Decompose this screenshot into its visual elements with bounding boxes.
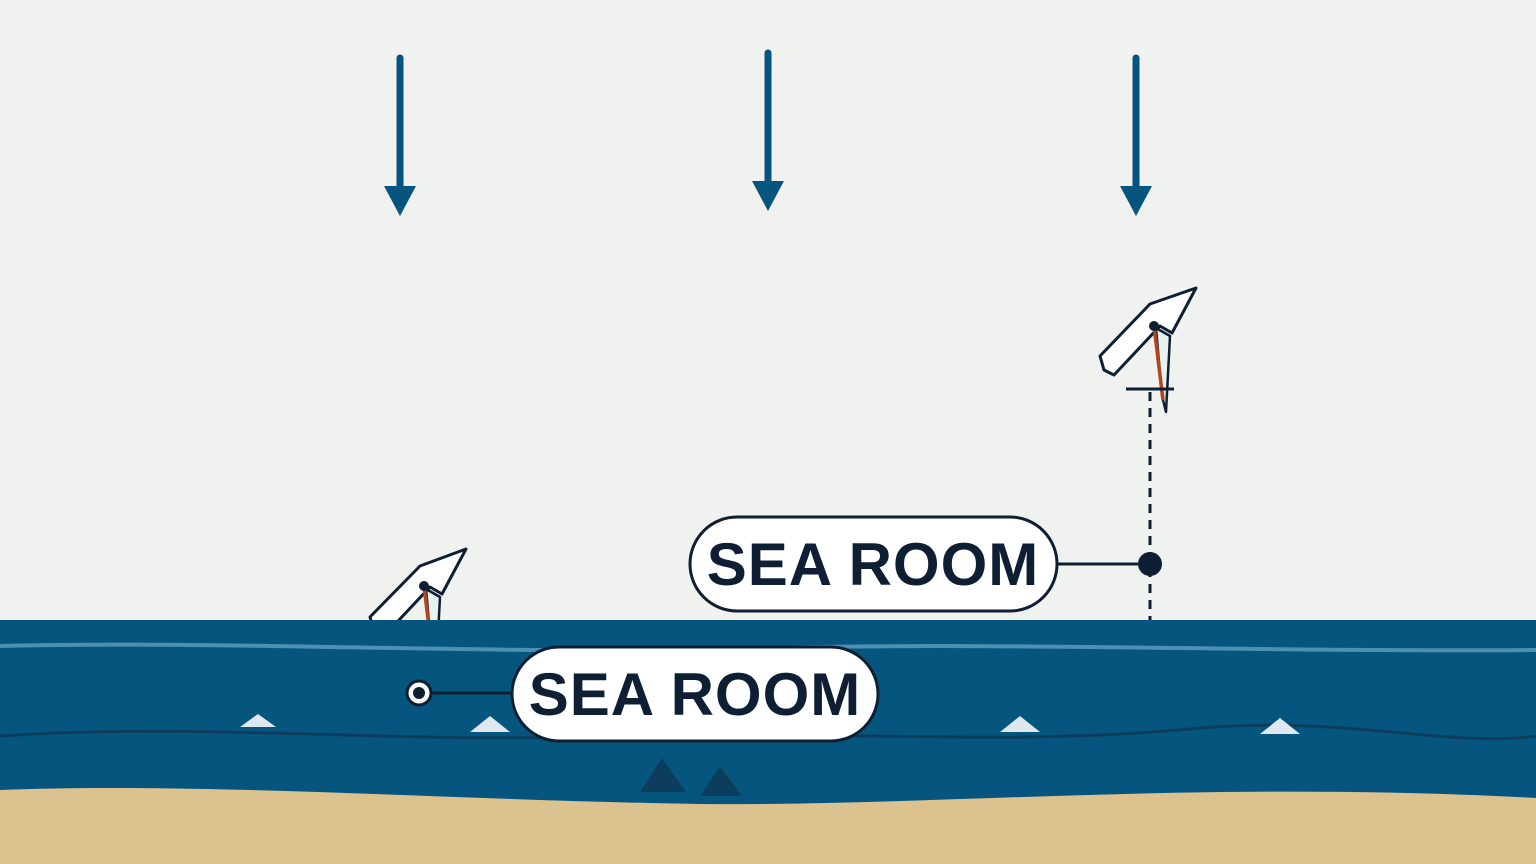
rock (700, 766, 742, 796)
sailboat-icon (1098, 286, 1198, 377)
wind-arrow-right (1120, 54, 1152, 216)
callout-dot-center (413, 687, 425, 699)
arrow-head (1120, 186, 1152, 216)
mast-head (419, 581, 429, 591)
callout-pill (688, 515, 1059, 613)
wind-arrow-left (384, 54, 416, 216)
wave-crest (470, 716, 510, 732)
callout-pill (510, 645, 880, 743)
callout-label: SEA ROOM (529, 661, 861, 728)
arrow-head (752, 181, 784, 211)
arrow-head (384, 186, 416, 216)
wind-arrow-center (752, 49, 784, 211)
shore-sand (0, 787, 1536, 864)
callout-label: SEA ROOM (707, 531, 1039, 598)
callout-dot (1138, 552, 1162, 576)
rock (640, 758, 686, 792)
sailboat-icon (368, 547, 468, 638)
wave-crest (1000, 716, 1040, 732)
sea-room-callout-upper: SEA ROOM (688, 515, 1162, 613)
boat-offshore (1098, 286, 1198, 414)
mast-head (1149, 321, 1159, 331)
wave-crest (1260, 718, 1300, 734)
sea-room-callout-lower: SEA ROOM (405, 645, 880, 743)
wave-crest (240, 714, 276, 727)
